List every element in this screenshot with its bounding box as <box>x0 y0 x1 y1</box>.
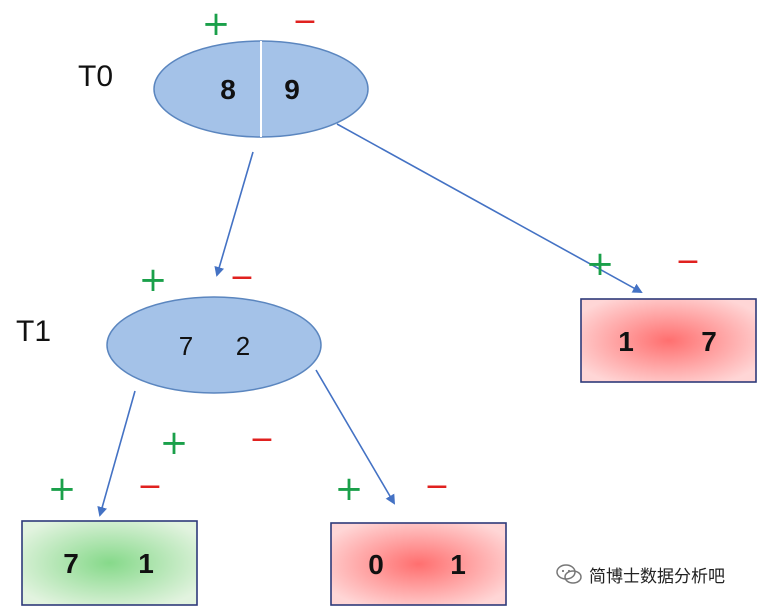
leaf-mid-node: 0 1 <box>330 522 507 606</box>
branch-plus-sign: + <box>160 423 189 463</box>
leaf-right-left-value: 1 <box>618 326 634 357</box>
leaf-left-box <box>21 520 198 606</box>
t1-ellipse <box>106 296 322 394</box>
root-minus-sign: − <box>292 4 317 39</box>
root-left-value: 8 <box>220 74 236 105</box>
level-label-t0: T0 <box>78 60 113 93</box>
root-right-value: 9 <box>284 74 300 105</box>
root-node: 8 9 <box>153 40 369 138</box>
leaf-mid-right-value: 1 <box>450 549 466 580</box>
leaf-right-box <box>580 298 757 383</box>
t1-minus-sign: − <box>229 260 254 295</box>
watermark-text: 简博士数据分析吧 <box>589 566 725 587</box>
leaf-left-left-value: 7 <box>63 548 79 579</box>
leaf-left-right-value: 1 <box>138 548 154 579</box>
edge-root-to-leaf-right <box>336 123 643 293</box>
edge-t1-to-leaf-left <box>97 390 136 517</box>
t1-left-value: 7 <box>179 331 193 361</box>
wechat-icon <box>556 564 582 584</box>
edge-t1-to-leaf-mid <box>315 369 396 505</box>
leaf-right-node: 1 7 <box>580 298 757 383</box>
leaf-mid-box <box>330 522 507 606</box>
branch-minus-sign: − <box>249 422 274 457</box>
leaf-mid-plus-sign: + <box>335 469 364 509</box>
leaf-left-minus-sign: − <box>137 469 162 504</box>
leaf-right-plus-sign: + <box>586 244 615 284</box>
level-label-t1: T1 <box>16 315 51 348</box>
leaf-left-plus-sign: + <box>48 469 77 509</box>
edge-root-to-t1 <box>214 151 254 277</box>
t1-plus-sign: + <box>139 260 168 300</box>
leaf-left-node: 7 1 <box>21 520 198 606</box>
leaf-mid-minus-sign: − <box>424 469 449 504</box>
watermark: 简博士数据分析吧 <box>555 560 725 588</box>
t1-node: 7 2 <box>106 296 322 394</box>
leaf-right-right-value: 7 <box>701 326 717 357</box>
leaf-mid-left-value: 0 <box>368 549 384 580</box>
leaf-right-minus-sign: − <box>675 244 700 279</box>
root-plus-sign: + <box>202 4 231 44</box>
t1-right-value: 2 <box>236 331 250 361</box>
